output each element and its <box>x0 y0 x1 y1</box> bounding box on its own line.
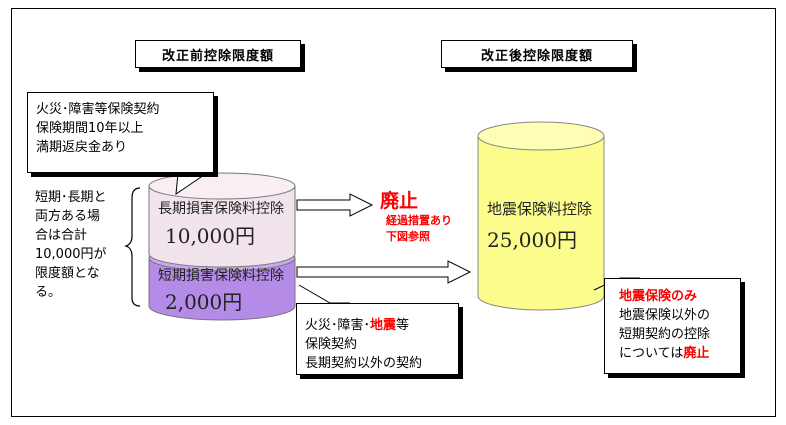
long-cylinder-label: 長期損害保険料控除 <box>158 201 284 217</box>
callout-top-tail <box>175 172 208 196</box>
abolished-note-2: 下図参照 <box>386 230 430 243</box>
callout-right-title: 地震保険のみ <box>619 289 698 304</box>
callout-right-line-4a: については <box>619 346 684 361</box>
after-cylinder-label: 地震保険料控除 <box>487 200 593 218</box>
side-note-line-6: る。 <box>35 285 62 300</box>
side-note-line-2: 両方ある場 <box>35 209 101 224</box>
side-note-line-1: 短期･長期と <box>35 190 107 205</box>
side-note-line-4: 10,000円が <box>35 247 107 262</box>
after-cylinder <box>477 121 605 311</box>
side-note-line-5: 限度額とな <box>35 266 100 281</box>
short-cylinder-label: 短期損害保険料控除 <box>158 268 284 284</box>
side-note-line-3: 合は合計 <box>35 228 88 243</box>
callout-short-term-conditions: 火災･障害･地震等 保険契約 長期契約以外の契約 <box>296 303 459 375</box>
before-header: 改正前控除限度額 <box>135 40 301 68</box>
after-cylinder-amount: 25,000円 <box>487 228 577 252</box>
callout-top-line-1: 火災･障害等保険契約 <box>36 102 160 117</box>
callout-long-term-conditions: 火災･障害等保険契約 保険期間10年以上 満期返戻金あり <box>27 92 214 173</box>
short-cylinder-amount: 2,000円 <box>165 290 243 314</box>
callout-bottom-line-1a: 火災･障害･ <box>305 318 371 333</box>
side-note: 短期･長期と 両方ある場 合は合計 10,000円が 限度額とな る。 <box>35 188 130 302</box>
arrow-short-to-after <box>296 260 472 284</box>
before-header-text: 改正前控除限度額 <box>161 48 274 64</box>
long-cylinder-amount: 10,000円 <box>165 224 255 248</box>
side-note-brace <box>124 187 141 307</box>
callout-earthquake-only: 地震保険のみ 地震保険以外の 短期契約の控除 については廃止 <box>604 278 741 374</box>
arrow-long-to-abolished <box>296 193 374 217</box>
callout-right-line-3: 短期契約の控除 <box>619 327 711 342</box>
callout-right-line-4: については廃止 <box>619 344 732 363</box>
callout-bottom-line-1b: 等 <box>396 318 410 333</box>
after-header: 改正後控除限度額 <box>441 40 633 68</box>
callout-bottom-line-1: 火災･障害･地震等 <box>305 316 450 335</box>
abolished-note-1: 経過措置あり <box>386 214 452 227</box>
abolished-title: 廃止 <box>380 190 419 212</box>
callout-right-line-2: 地震保険以外の <box>619 308 711 323</box>
callout-bottom-line-2: 保険契約 <box>305 337 358 352</box>
callout-top-line-3: 満期返戻金あり <box>36 140 128 155</box>
callout-top-line-2: 保険期間10年以上 <box>36 121 144 136</box>
after-header-text: 改正後控除限度額 <box>480 48 593 64</box>
callout-bottom-line-3: 長期契約以外の契約 <box>305 356 423 371</box>
callout-bottom-tail <box>298 284 350 304</box>
callout-right-abolished: 廃止 <box>683 346 710 361</box>
callout-bottom-earthquake: 地震 <box>370 318 397 333</box>
